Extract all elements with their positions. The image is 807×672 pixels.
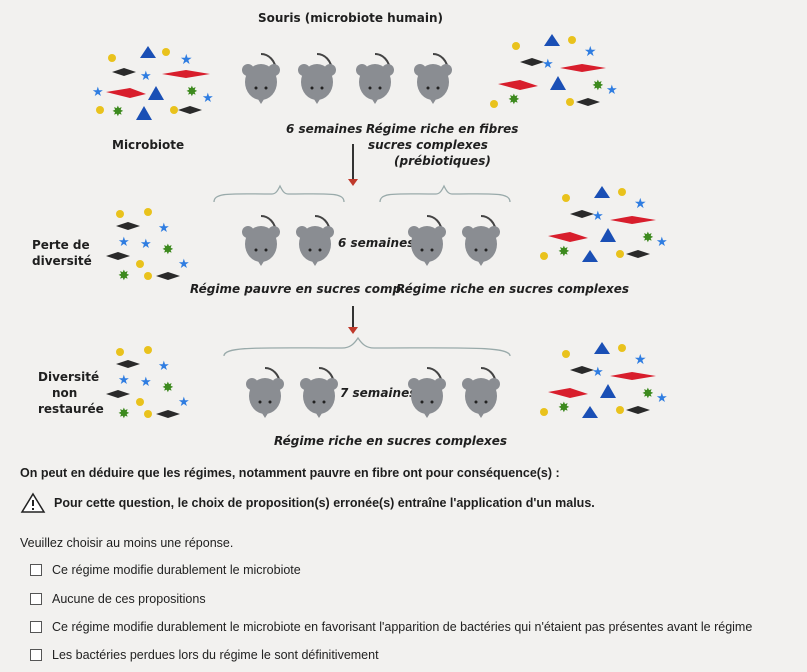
mouse-icon bbox=[238, 52, 284, 106]
svg-text:✸: ✸ bbox=[642, 385, 654, 401]
brace-icon bbox=[223, 336, 511, 357]
svg-text:★: ★ bbox=[202, 90, 214, 105]
svg-text:✸: ✸ bbox=[162, 379, 174, 395]
answer-option-label[interactable]: Aucune de ces propositions bbox=[52, 592, 206, 606]
svg-text:✸: ✸ bbox=[118, 405, 130, 421]
svg-text:★: ★ bbox=[118, 234, 130, 249]
svg-text:★: ★ bbox=[634, 351, 647, 367]
microbiote-cluster-reduced: ★ ★ ★ ✸ ★ ✸ bbox=[106, 344, 206, 424]
duration-label: 7 semaines bbox=[340, 386, 417, 400]
microbiote-cluster-reduced: ★ ★ ★ ✸ ★ ✸ bbox=[106, 206, 206, 286]
svg-text:★: ★ bbox=[118, 372, 130, 387]
down-arrow-icon bbox=[348, 306, 358, 334]
svg-text:✸: ✸ bbox=[642, 229, 654, 245]
mouse-icon bbox=[458, 366, 504, 420]
duration-label: 6 semaines bbox=[338, 236, 415, 250]
checkbox[interactable] bbox=[30, 564, 42, 576]
microbiote-cluster-full-right: ★ ★ ✸ ★ ✸ bbox=[540, 340, 680, 420]
diet-label: Régime riche en sucres complexes bbox=[396, 282, 630, 296]
mouse-icon bbox=[294, 52, 340, 106]
svg-text:★: ★ bbox=[140, 374, 152, 389]
loss-label: diversité bbox=[32, 254, 92, 268]
svg-text:✸: ✸ bbox=[508, 91, 520, 107]
answer-option-label[interactable]: Ce régime modifie durablement le microbi… bbox=[52, 563, 301, 577]
diet-label: (prébiotiques) bbox=[394, 154, 491, 168]
svg-text:★: ★ bbox=[92, 84, 104, 99]
answer-option-label[interactable]: Ce régime modifie durablement le microbi… bbox=[52, 620, 753, 634]
svg-text:★: ★ bbox=[542, 56, 554, 71]
svg-text:★: ★ bbox=[606, 82, 618, 97]
svg-text:✸: ✸ bbox=[558, 243, 570, 259]
svg-text:★: ★ bbox=[158, 358, 170, 373]
down-arrow-icon bbox=[348, 144, 358, 186]
diet-label: sucres complexes bbox=[368, 138, 488, 152]
diet-label: Régime riche en sucres complexes bbox=[274, 434, 508, 448]
loss-label: Perte de bbox=[32, 238, 90, 252]
microbiote-cluster-full: ★ ★ ★ ✸ ★ ✸ bbox=[90, 44, 230, 124]
svg-text:★: ★ bbox=[140, 236, 152, 251]
svg-text:★: ★ bbox=[178, 256, 190, 271]
mouse-icon bbox=[410, 52, 456, 106]
answer-option-label[interactable]: Les bactéries perdues lors du régime le … bbox=[52, 648, 379, 662]
svg-text:✸: ✸ bbox=[592, 77, 604, 93]
diet-label: Régime pauvre en sucres comp. bbox=[190, 282, 406, 296]
svg-text:★: ★ bbox=[584, 43, 597, 59]
svg-text:✸: ✸ bbox=[118, 267, 130, 283]
mouse-icon bbox=[292, 214, 338, 268]
svg-text:✸: ✸ bbox=[112, 103, 124, 119]
mouse-icon bbox=[352, 52, 398, 106]
not-restored-label: non bbox=[52, 386, 78, 400]
mouse-icon bbox=[458, 214, 504, 268]
svg-text:★: ★ bbox=[656, 234, 668, 249]
svg-text:★: ★ bbox=[180, 51, 193, 67]
answer-option[interactable]: Les bactéries perdues lors du régime le … bbox=[30, 648, 379, 662]
warning-icon bbox=[20, 492, 46, 513]
brace-icon bbox=[213, 184, 511, 203]
microbiote-cluster-full-right: ★ ★ ✸ ★ ✸ bbox=[540, 184, 680, 264]
svg-text:✸: ✸ bbox=[558, 399, 570, 415]
microbiote-label: Microbiote bbox=[112, 138, 185, 152]
duration-label: 6 semaines bbox=[286, 122, 363, 136]
checkbox[interactable] bbox=[30, 621, 42, 633]
mouse-icon bbox=[404, 366, 450, 420]
mouse-icon bbox=[238, 214, 284, 268]
figure-title: Souris (microbiote humain) bbox=[258, 11, 443, 25]
mouse-icon bbox=[404, 214, 450, 268]
answer-option[interactable]: Aucune de ces propositions bbox=[30, 592, 206, 606]
svg-text:★: ★ bbox=[656, 390, 668, 405]
svg-text:★: ★ bbox=[178, 394, 190, 409]
svg-text:✸: ✸ bbox=[186, 83, 198, 99]
warning-row: Pour cette question, le choix de proposi… bbox=[20, 492, 595, 514]
svg-text:★: ★ bbox=[140, 68, 152, 83]
answer-option[interactable]: Ce régime modifie durablement le microbi… bbox=[30, 563, 301, 577]
question-prompt: On peut en déduire que les régimes, nota… bbox=[20, 466, 560, 480]
instruction-text: Veuillez choisir au moins une réponse. bbox=[20, 536, 234, 550]
mouse-icon bbox=[242, 366, 288, 420]
warning-text: Pour cette question, le choix de proposi… bbox=[54, 496, 595, 510]
svg-text:★: ★ bbox=[158, 220, 170, 235]
not-restored-label: Diversité bbox=[38, 370, 100, 384]
svg-text:★: ★ bbox=[592, 208, 604, 223]
checkbox[interactable] bbox=[30, 593, 42, 605]
diet-label: Régime riche en fibres bbox=[366, 122, 519, 136]
svg-text:✸: ✸ bbox=[162, 241, 174, 257]
microbiote-cluster-full-right: ★ ★ ✸ ★ ✸ bbox=[490, 32, 630, 112]
answer-option[interactable]: Ce régime modifie durablement le microbi… bbox=[30, 620, 752, 634]
svg-text:★: ★ bbox=[592, 364, 604, 379]
mouse-icon bbox=[296, 366, 342, 420]
svg-text:★: ★ bbox=[634, 195, 647, 211]
checkbox[interactable] bbox=[30, 649, 42, 661]
not-restored-label: restaurée bbox=[38, 402, 104, 416]
